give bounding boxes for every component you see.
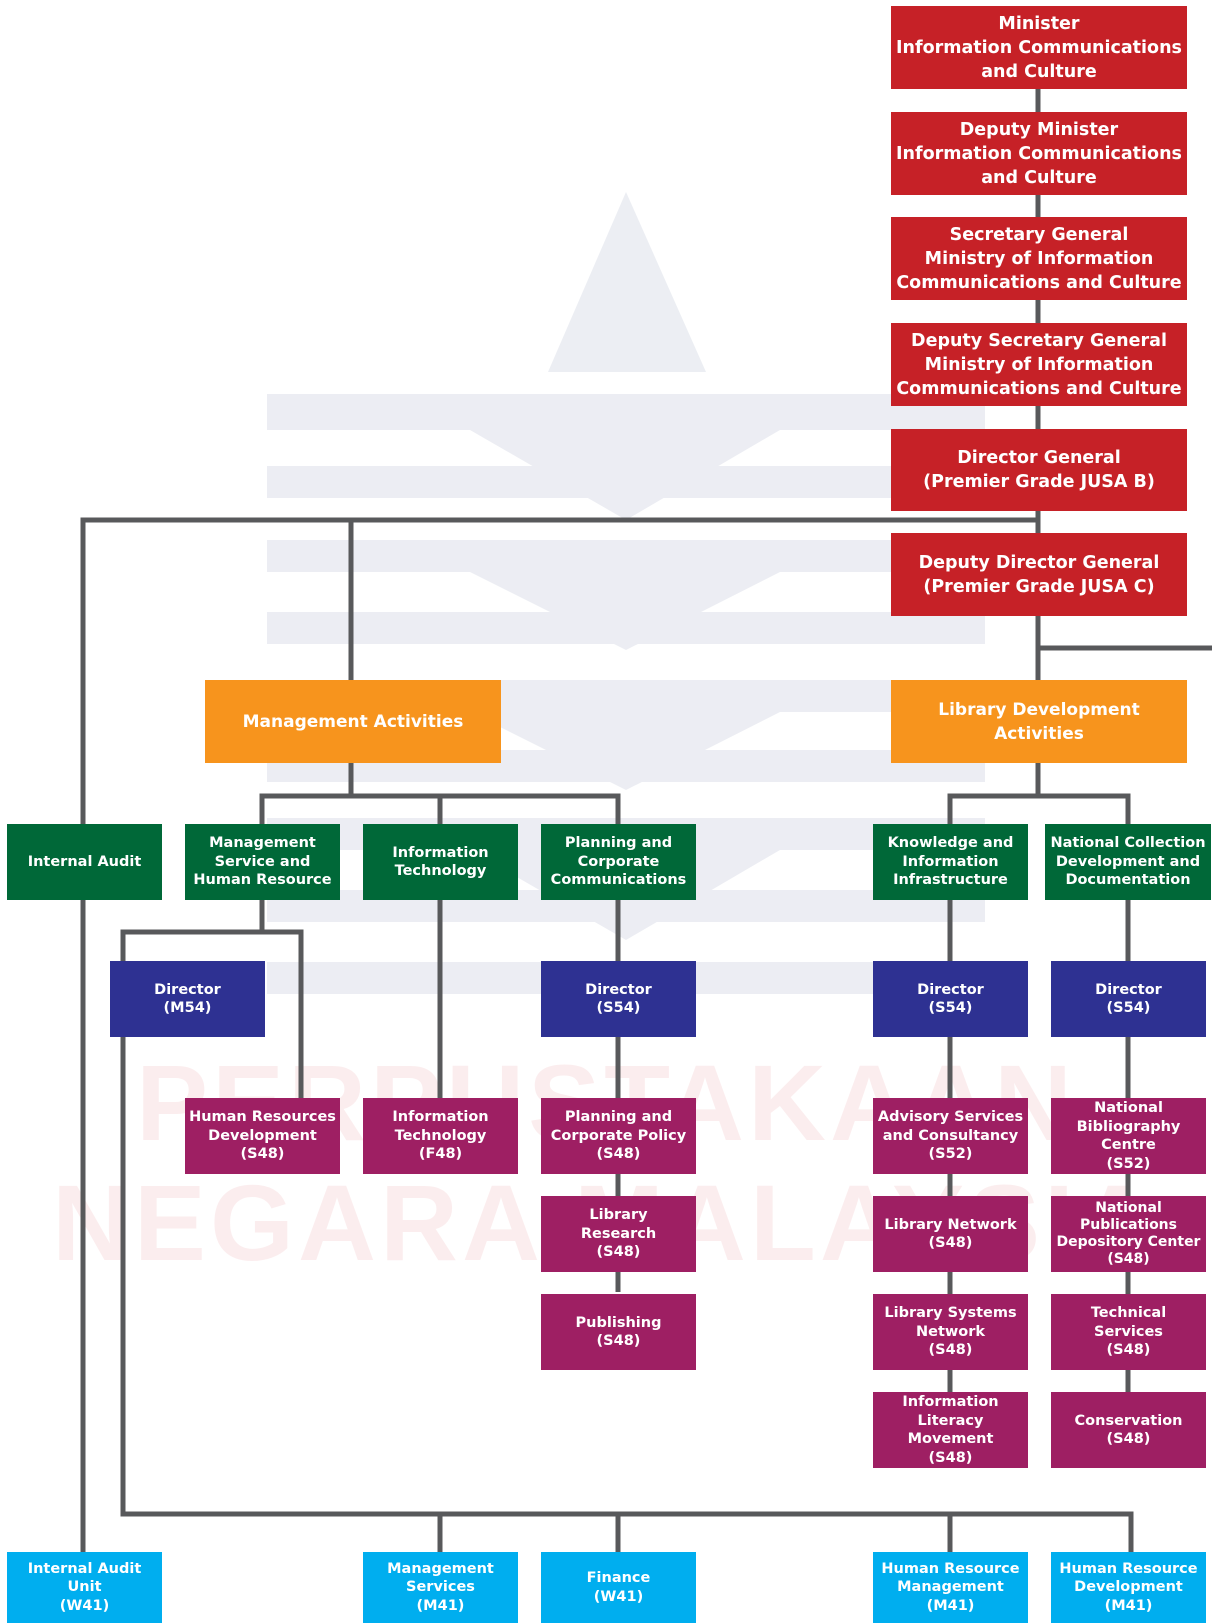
director-s54-national-box: Director (S54) xyxy=(1051,961,1206,1037)
deputy-minister-box: Deputy Minister Information Communicatio… xyxy=(891,112,1187,195)
information-technology-f48-box: Information Technology (F48) xyxy=(363,1098,518,1174)
national-collection-development-box: National Collection Development and Docu… xyxy=(1045,824,1211,900)
management-activities-box: Management Activities xyxy=(205,680,501,763)
library-research-box: Library Research (S48) xyxy=(541,1196,696,1272)
internal-audit-box: Internal Audit xyxy=(7,824,162,900)
internal-audit-unit-box: Internal Audit Unit (W41) xyxy=(7,1552,162,1623)
library-systems-network-box: Library Systems Network (S48) xyxy=(873,1294,1028,1370)
management-service-hr-box: Management Service and Human Resource xyxy=(185,824,340,900)
library-network-box: Library Network (S48) xyxy=(873,1196,1028,1272)
planning-corporate-policy-box: Planning and Corporate Policy (S48) xyxy=(541,1098,696,1174)
secretary-general-box: Secretary General Ministry of Informatio… xyxy=(891,217,1187,300)
director-s54-knowledge-box: Director (S54) xyxy=(873,961,1028,1037)
director-s54-planning-box: Director (S54) xyxy=(541,961,696,1037)
knowledge-information-infrastructure-box: Knowledge and Information Infrastructure xyxy=(873,824,1028,900)
publishing-box: Publishing (S48) xyxy=(541,1294,696,1370)
hr-management-m41-box: Human Resource Management (M41) xyxy=(873,1552,1028,1623)
information-literacy-box: Information Literacy Movement (S48) xyxy=(873,1392,1028,1468)
director-general-box: Director General (Premier Grade JUSA B) xyxy=(891,429,1187,511)
deputy-director-general-box: Deputy Director General (Premier Grade J… xyxy=(891,533,1187,616)
finance-w41-box: Finance (W41) xyxy=(541,1552,696,1623)
national-publications-box: National Publications Depository Center … xyxy=(1051,1196,1206,1272)
management-services-m41-box: Management Services (M41) xyxy=(363,1552,518,1623)
hr-development-m41-box: Human Resource Development (M41) xyxy=(1051,1552,1206,1623)
library-development-activities-box: Library Development Activities xyxy=(891,680,1187,763)
deputy-secretary-general-box: Deputy Secretary General Ministry of Inf… xyxy=(891,323,1187,406)
minister-box: Minister Information Communications and … xyxy=(891,6,1187,89)
advisory-services-box: Advisory Services and Consultancy (S52) xyxy=(873,1098,1028,1174)
information-technology-division-box: Information Technology xyxy=(363,824,518,900)
director-m54-box: Director (M54) xyxy=(110,961,265,1037)
national-bibliography-box: National Bibliography Centre (S52) xyxy=(1051,1098,1206,1174)
hr-development-box: Human Resources Development (S48) xyxy=(185,1098,340,1174)
planning-corporate-communications-box: Planning and Corporate Communications xyxy=(541,824,696,900)
technical-services-box: Technical Services (S48) xyxy=(1051,1294,1206,1370)
conservation-box: Conservation (S48) xyxy=(1051,1392,1206,1468)
